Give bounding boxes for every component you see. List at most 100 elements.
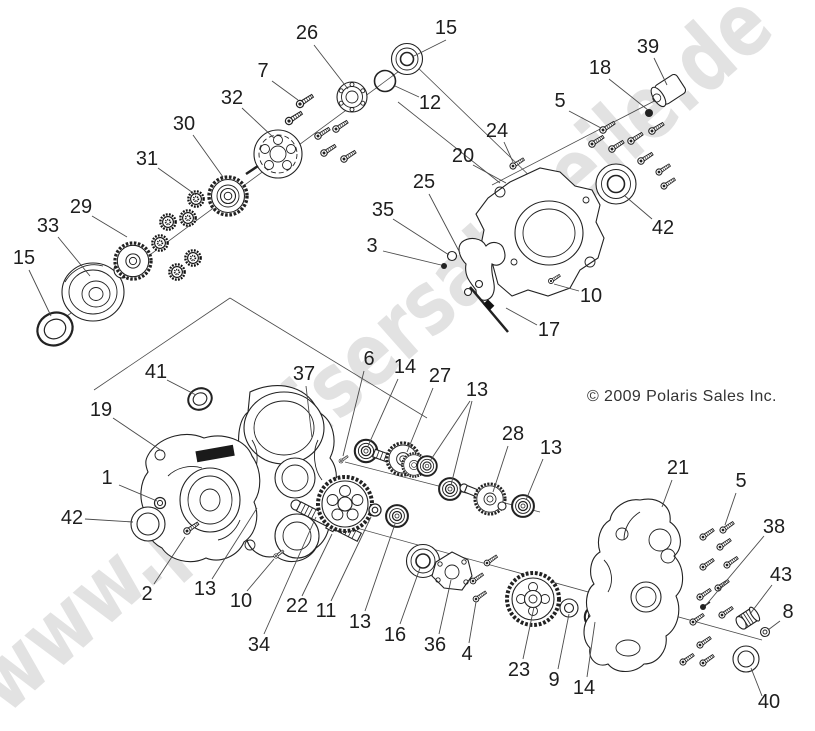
callout-number-38: 38 [763,516,785,538]
callout-number-6: 6 [363,348,374,370]
callout-number-2: 2 [141,583,152,605]
callout-number-24: 24 [486,120,508,142]
callout-number-37: 37 [293,363,315,385]
gear-30 [207,175,249,217]
pinion-gears-31 [151,190,205,281]
callout-number-14: 14 [394,356,416,378]
rear-cover-21 [583,498,684,673]
callout-number-40: 40 [758,691,780,713]
callout-number-14: 14 [573,677,595,699]
callout-number-18: 18 [589,57,611,79]
callout-number-22: 22 [286,595,308,617]
washer-9 [559,598,579,618]
callout-number-34: 34 [248,634,270,656]
leader-line-36 [438,579,452,635]
leader-line-34 [263,516,317,635]
callout-number-19: 19 [90,399,112,421]
callout-number-1: 1 [101,467,112,489]
housing-bore [514,200,584,266]
callout-number-13: 13 [540,437,562,459]
leader-line-37 [305,385,313,439]
callout-number-17: 17 [538,319,560,341]
bolts-5-cover [678,519,740,668]
leader-line-30 [192,134,224,178]
callout-number-42: 42 [61,507,83,529]
leader-line-13 [525,458,544,501]
callout-number-13: 13 [466,379,488,401]
nut [463,287,473,297]
bearing-13-mid [438,477,462,501]
clutch-drum-33 [61,262,125,322]
cover-bore-inner [635,586,657,608]
callout-number-13: 13 [194,578,216,600]
fitting-38 [700,601,711,610]
callout-number-31: 31 [136,148,158,170]
callout-number-3: 3 [366,235,377,257]
cluster-shaft-27 [371,441,427,478]
callout-number-28: 28 [502,423,524,445]
housing-ear [584,256,596,268]
leader-lines [28,39,781,697]
leader-line-5 [568,110,602,129]
cover-bore [630,581,662,613]
callout-number-15: 15 [13,247,35,269]
coupler-43 [735,606,761,630]
callout-number-8: 8 [782,601,793,623]
leader-line-12 [394,85,420,98]
bearing-13-front [385,504,409,528]
callout-number-26: 26 [296,22,318,44]
callout-number-39: 39 [637,36,659,58]
callout-number-42: 42 [652,217,674,239]
leader-line-13 [364,523,396,612]
callout-number-12: 12 [419,92,441,114]
housing-hole [510,258,518,266]
leader-line-35 [392,218,450,256]
callout-number-23: 23 [508,659,530,681]
washer-35 [446,250,458,262]
cover-hole [615,527,629,541]
housing-bore-inner [522,208,576,258]
leader-line-16 [399,567,421,625]
leader-line-11 [330,516,372,602]
callout-number-11: 11 [316,600,337,622]
callout-number-33: 33 [37,215,59,237]
leader-line-14 [367,378,399,447]
leader-line-23 [522,606,535,660]
callout-number-15: 15 [435,17,457,39]
leader-line-15 [28,269,52,317]
o-ring-12 [373,69,397,93]
callout-number-41: 41 [145,361,167,383]
callout-number-20: 20 [452,145,474,167]
leader-line-24 [503,141,514,163]
callout-number-25: 25 [413,171,435,193]
leader-line-18 [608,78,649,111]
nut [474,279,484,289]
leader-line-21 [661,479,673,508]
retainer-plate-26 [336,81,368,113]
cover-opening [660,548,676,564]
leader-line-19 [112,417,163,452]
seal-15-left [36,311,74,347]
leader-line-17 [505,307,538,326]
callout-number-30: 30 [173,113,195,135]
leader-line-28 [492,445,509,493]
leader-line-10 [246,558,275,592]
callout-number-10: 10 [230,590,252,612]
gear-22 [316,475,374,533]
callout-number-5: 5 [554,90,565,112]
washer-1 [153,496,167,510]
cover-lobe [615,639,641,657]
callout-number-21: 21 [667,457,689,479]
cover-opening [648,528,672,552]
cover-ribs [603,511,641,593]
callout-number-36: 36 [424,634,446,656]
bearing-14-mid [353,438,379,464]
leader-line-9 [557,613,570,670]
copyright-text: © 2009 Polaris Sales Inc. [587,388,777,405]
rear-cover-assembly [583,498,771,673]
sensor-39 [650,73,687,108]
callout-number-7: 7 [257,60,268,82]
bearing-16 [405,543,441,579]
